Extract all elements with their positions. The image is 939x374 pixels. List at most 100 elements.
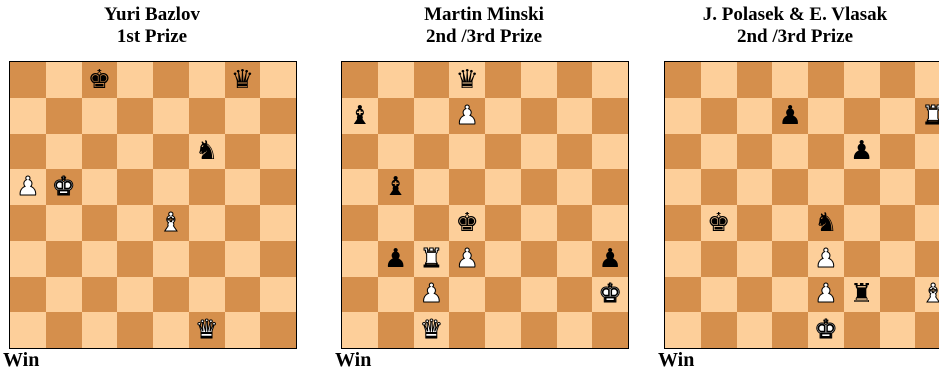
square-e1: ♚ <box>808 312 844 348</box>
square-g3 <box>225 241 261 277</box>
square-d2 <box>449 277 485 313</box>
square-c8: ♚ <box>82 62 118 98</box>
white-bishop-icon: ♝ <box>159 210 182 236</box>
square-h5 <box>915 169 939 205</box>
square-c3 <box>82 241 118 277</box>
chess-board: ♚♛♞♟♚♝♛ <box>9 61 297 349</box>
square-b1 <box>378 312 414 348</box>
square-a6 <box>10 134 46 170</box>
square-d2 <box>117 277 153 313</box>
square-b4 <box>46 205 82 241</box>
black-pawn-icon: ♟ <box>384 246 407 272</box>
square-g7 <box>225 98 261 134</box>
square-f8 <box>521 62 557 98</box>
square-c4 <box>414 205 450 241</box>
square-c2 <box>82 277 118 313</box>
square-f8 <box>844 62 880 98</box>
square-h4 <box>592 205 628 241</box>
square-d5 <box>772 169 808 205</box>
square-c6 <box>414 134 450 170</box>
square-f5 <box>844 169 880 205</box>
square-d8 <box>772 62 808 98</box>
square-d3: ♟ <box>449 241 485 277</box>
square-f6 <box>521 134 557 170</box>
square-a1 <box>342 312 378 348</box>
black-bishop-icon: ♝ <box>348 103 371 129</box>
square-g4 <box>880 205 916 241</box>
square-f4 <box>189 205 225 241</box>
square-f2 <box>189 277 225 313</box>
square-c7 <box>82 98 118 134</box>
square-d7: ♟ <box>449 98 485 134</box>
white-pawn-icon: ♟ <box>420 281 443 307</box>
square-a8 <box>665 62 701 98</box>
square-a6 <box>665 134 701 170</box>
square-e5 <box>808 169 844 205</box>
square-f3 <box>521 241 557 277</box>
square-g7 <box>557 98 593 134</box>
result-label: Win <box>3 348 39 372</box>
square-g6 <box>225 134 261 170</box>
square-h2: ♝ <box>915 277 939 313</box>
chess-board: ♟♜♟♚♞♟♟♜♝♚ <box>664 61 939 349</box>
square-a3 <box>665 241 701 277</box>
square-c3 <box>737 241 773 277</box>
square-f2: ♜ <box>844 277 880 313</box>
square-c8 <box>414 62 450 98</box>
square-h8 <box>915 62 939 98</box>
black-queen-icon: ♛ <box>455 67 478 93</box>
square-a3 <box>10 241 46 277</box>
square-e3: ♟ <box>808 241 844 277</box>
square-g7 <box>880 98 916 134</box>
black-pawn-icon: ♟ <box>850 138 873 164</box>
square-c1: ♛ <box>414 312 450 348</box>
white-king-icon: ♚ <box>814 317 837 343</box>
square-h2: ♚ <box>592 277 628 313</box>
square-g2 <box>225 277 261 313</box>
square-d4 <box>772 205 808 241</box>
square-b6 <box>378 134 414 170</box>
square-h1 <box>260 312 296 348</box>
square-g6 <box>880 134 916 170</box>
black-knight-icon: ♞ <box>814 210 837 236</box>
square-a1 <box>10 312 46 348</box>
square-g4 <box>225 205 261 241</box>
square-d8: ♛ <box>449 62 485 98</box>
square-d1 <box>449 312 485 348</box>
square-c2: ♟ <box>414 277 450 313</box>
square-g8 <box>557 62 593 98</box>
square-e7 <box>485 98 521 134</box>
square-e4: ♞ <box>808 205 844 241</box>
square-f7 <box>189 98 225 134</box>
white-bishop-icon: ♝ <box>921 281 939 307</box>
square-h1 <box>915 312 939 348</box>
square-f3 <box>844 241 880 277</box>
square-a2 <box>10 277 46 313</box>
square-e6 <box>153 134 189 170</box>
square-a5 <box>342 169 378 205</box>
square-g5 <box>880 169 916 205</box>
square-h4 <box>260 205 296 241</box>
square-b6 <box>701 134 737 170</box>
white-pawn-icon: ♟ <box>455 103 478 129</box>
square-a8 <box>342 62 378 98</box>
square-a2 <box>665 277 701 313</box>
square-b3 <box>46 241 82 277</box>
square-h6 <box>592 134 628 170</box>
prize-label: 2nd /3rd Prize <box>643 26 939 48</box>
result-label: Win <box>335 348 371 372</box>
square-g8 <box>880 62 916 98</box>
square-e8 <box>808 62 844 98</box>
square-g8: ♛ <box>225 62 261 98</box>
square-b3 <box>701 241 737 277</box>
square-h2 <box>260 277 296 313</box>
square-d2 <box>772 277 808 313</box>
square-a7 <box>665 98 701 134</box>
square-c4 <box>82 205 118 241</box>
square-a6 <box>342 134 378 170</box>
square-b5: ♝ <box>378 169 414 205</box>
square-g1 <box>557 312 593 348</box>
square-e7 <box>153 98 189 134</box>
square-b7 <box>46 98 82 134</box>
square-e5 <box>485 169 521 205</box>
